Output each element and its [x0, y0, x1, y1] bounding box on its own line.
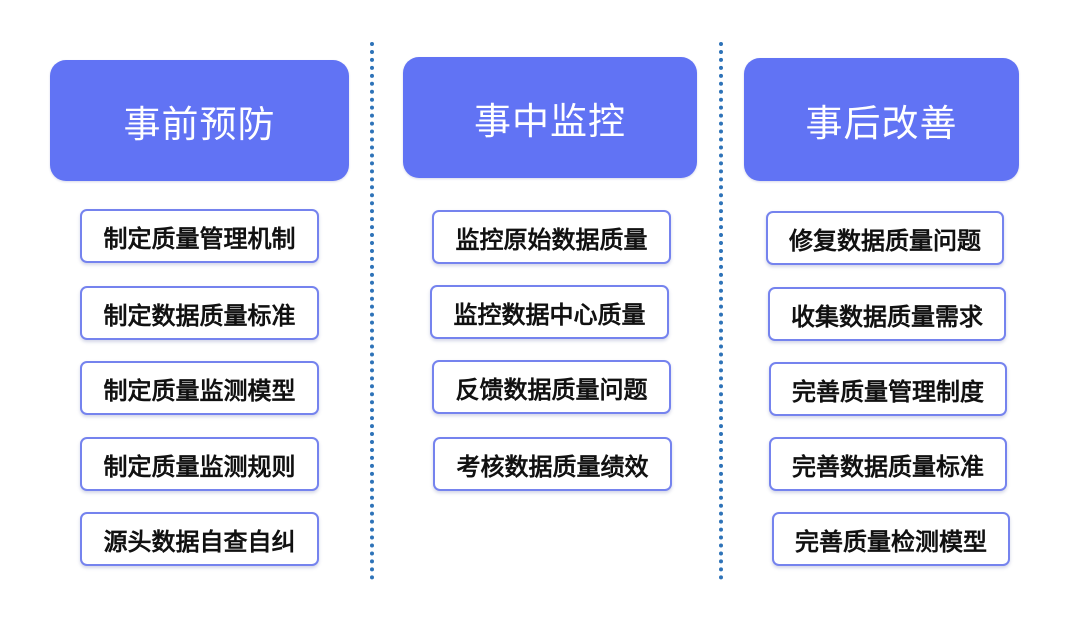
item-improvement-5: 完善质量检测模型 — [772, 512, 1010, 566]
item-monitoring-4: 考核数据质量绩效 — [433, 437, 672, 491]
item-prevention-3: 制定质量监测模型 — [80, 361, 319, 415]
divider-left — [370, 42, 374, 580]
header-improvement: 事后改善 — [744, 58, 1019, 181]
header-prevention: 事前预防 — [50, 60, 349, 181]
divider-right — [719, 42, 723, 580]
header-monitoring: 事中监控 — [403, 57, 697, 178]
item-improvement-1: 修复数据质量问题 — [766, 211, 1004, 265]
item-prevention-2: 制定数据质量标准 — [80, 286, 319, 340]
item-improvement-4: 完善数据质量标准 — [769, 437, 1007, 491]
item-prevention-1: 制定质量管理机制 — [80, 209, 319, 263]
item-monitoring-3: 反馈数据质量问题 — [432, 360, 671, 414]
item-improvement-3: 完善质量管理制度 — [769, 362, 1007, 416]
item-monitoring-2: 监控数据中心质量 — [430, 285, 669, 339]
item-prevention-4: 制定质量监测规则 — [80, 437, 319, 491]
item-prevention-5: 源头数据自查自纠 — [80, 512, 319, 566]
item-improvement-2: 收集数据质量需求 — [768, 287, 1006, 341]
item-monitoring-1: 监控原始数据质量 — [432, 210, 671, 264]
